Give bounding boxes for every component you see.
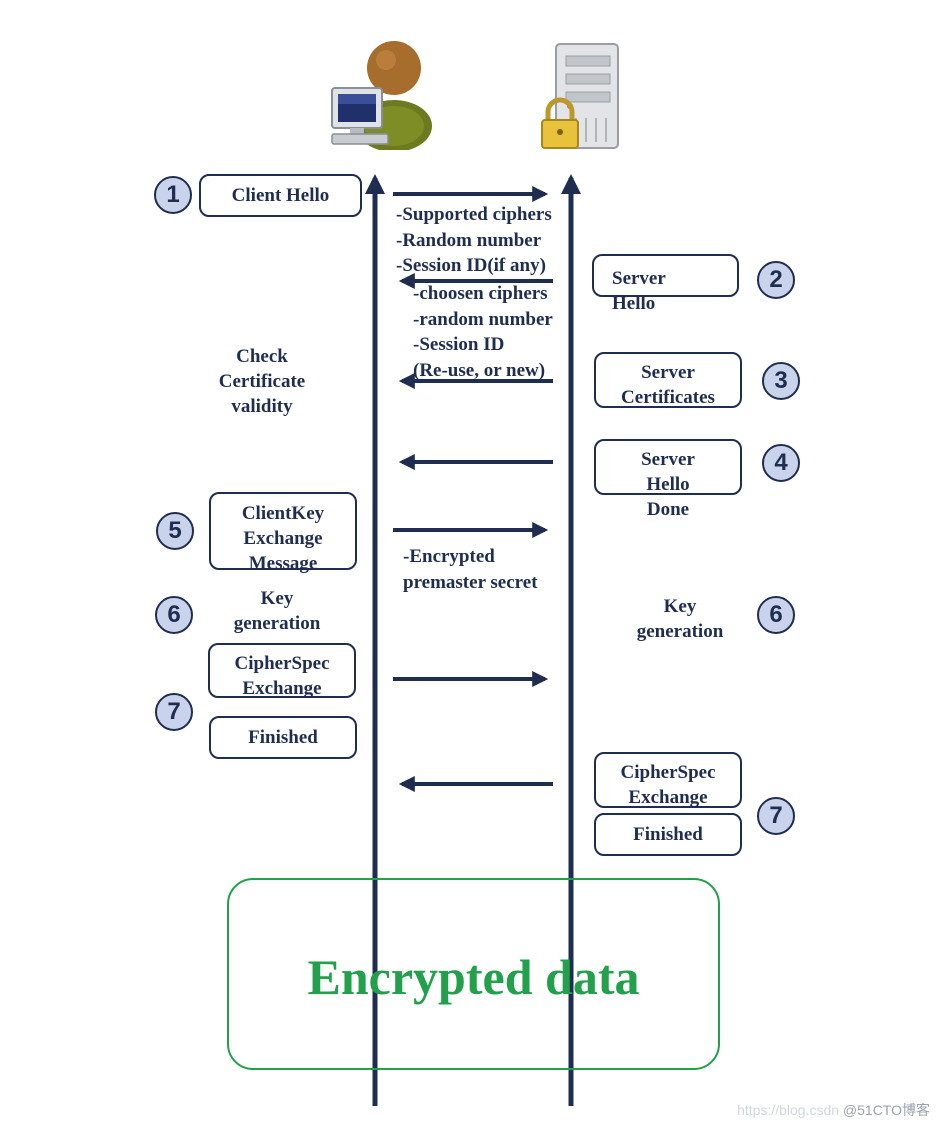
- server-cipher-spec-box: CipherSpec Exchange: [594, 752, 742, 808]
- server-certificates-line: Server: [641, 362, 695, 383]
- key-exchange-details: -Encrypted premaster secret: [403, 544, 538, 595]
- server-hello-detail: -choosen ciphers: [413, 283, 548, 304]
- server-certificates-box: Server Certificates: [594, 352, 742, 408]
- client-key-exchange-line: Exchange: [243, 528, 323, 549]
- server-hello-detail: (Re-use, or new): [413, 359, 546, 381]
- server-hello-done-line: Server: [641, 449, 695, 470]
- encrypted-data-label: Encrypted data: [307, 949, 640, 1005]
- watermark-main: @51CTO博客: [842, 1102, 930, 1118]
- server-hello-done-line: Done: [646, 499, 690, 520]
- client-key-exchange-box: ClientKey Exchange Message: [209, 492, 357, 574]
- client-hello-detail: -Session ID(if any): [396, 255, 546, 276]
- client-hello-details: -Supported ciphers -Random number -Sessi…: [396, 202, 552, 279]
- check-certificate-line: Certificate: [218, 371, 306, 392]
- client-hello-detail: -Random number: [396, 229, 542, 251]
- client-hello-box: Client Hello: [199, 174, 362, 217]
- step-badge-6-client: 6: [155, 596, 193, 634]
- cipher-spec-line: CipherSpec: [234, 653, 330, 674]
- step-badge-3: 3: [762, 362, 800, 400]
- server-hello-line: Server: [612, 268, 666, 289]
- server-hello-box: Server Hello: [592, 254, 739, 314]
- server-hello-line: Hello: [612, 293, 656, 314]
- client-key-generation-label: Key generation: [215, 586, 339, 636]
- encrypted-data-region: [227, 878, 720, 1070]
- server-hello-detail: -random number: [413, 308, 553, 330]
- key-exchange-detail: premaster secret: [403, 571, 538, 593]
- check-certificate-line: Check: [236, 346, 288, 367]
- server-hello-done-box: Server Hello Done: [594, 439, 742, 520]
- cipher-spec-line: CipherSpec: [620, 762, 716, 783]
- server-hello-details: -choosen ciphers -random number -Session…: [413, 281, 553, 383]
- cipher-spec-line: Exchange: [628, 787, 708, 808]
- server-hello-done-line: Hello: [646, 474, 690, 495]
- step-badge-6-server: 6: [757, 596, 795, 634]
- user-computer-icon: [331, 41, 432, 150]
- server-finished-label: Finished: [633, 824, 703, 845]
- check-certificate-label: Check Certificate validity: [197, 344, 327, 419]
- step-badge-5: 5: [156, 512, 194, 550]
- step-badge-7-client: 7: [155, 693, 193, 731]
- step-badge-2: 2: [757, 261, 795, 299]
- step-badge-7-server: 7: [757, 797, 795, 835]
- locked-server-icon: [541, 43, 619, 149]
- key-generation-line: generation: [233, 613, 321, 634]
- key-exchange-detail: -Encrypted: [403, 546, 495, 567]
- server-key-generation-label: Key generation: [618, 594, 742, 644]
- client-finished-label: Finished: [248, 727, 318, 748]
- client-hello-label: Client Hello: [231, 185, 330, 206]
- cipher-spec-line: Exchange: [242, 678, 322, 699]
- server-finished-box: Finished: [594, 813, 742, 856]
- step-badge-4: 4: [762, 444, 800, 482]
- client-key-exchange-line: ClientKey: [241, 503, 325, 524]
- watermark-faint: https://blog.csdn: [737, 1102, 840, 1118]
- key-generation-line: Key: [260, 588, 294, 609]
- step-badge-1: 1: [154, 176, 192, 214]
- client-cipher-spec-box: CipherSpec Exchange: [208, 643, 356, 699]
- client-finished-box: Finished: [209, 716, 357, 759]
- server-certificates-line: Certificates: [621, 387, 715, 408]
- key-generation-line: Key: [663, 596, 697, 617]
- client-key-exchange-line: Message: [248, 553, 318, 574]
- server-hello-detail: -Session ID: [413, 334, 505, 355]
- check-certificate-line: validity: [231, 396, 293, 417]
- key-generation-line: generation: [636, 621, 724, 642]
- client-hello-detail: -Supported ciphers: [396, 204, 552, 225]
- watermark: https://blog.csdn @51CTO博客: [737, 1100, 930, 1120]
